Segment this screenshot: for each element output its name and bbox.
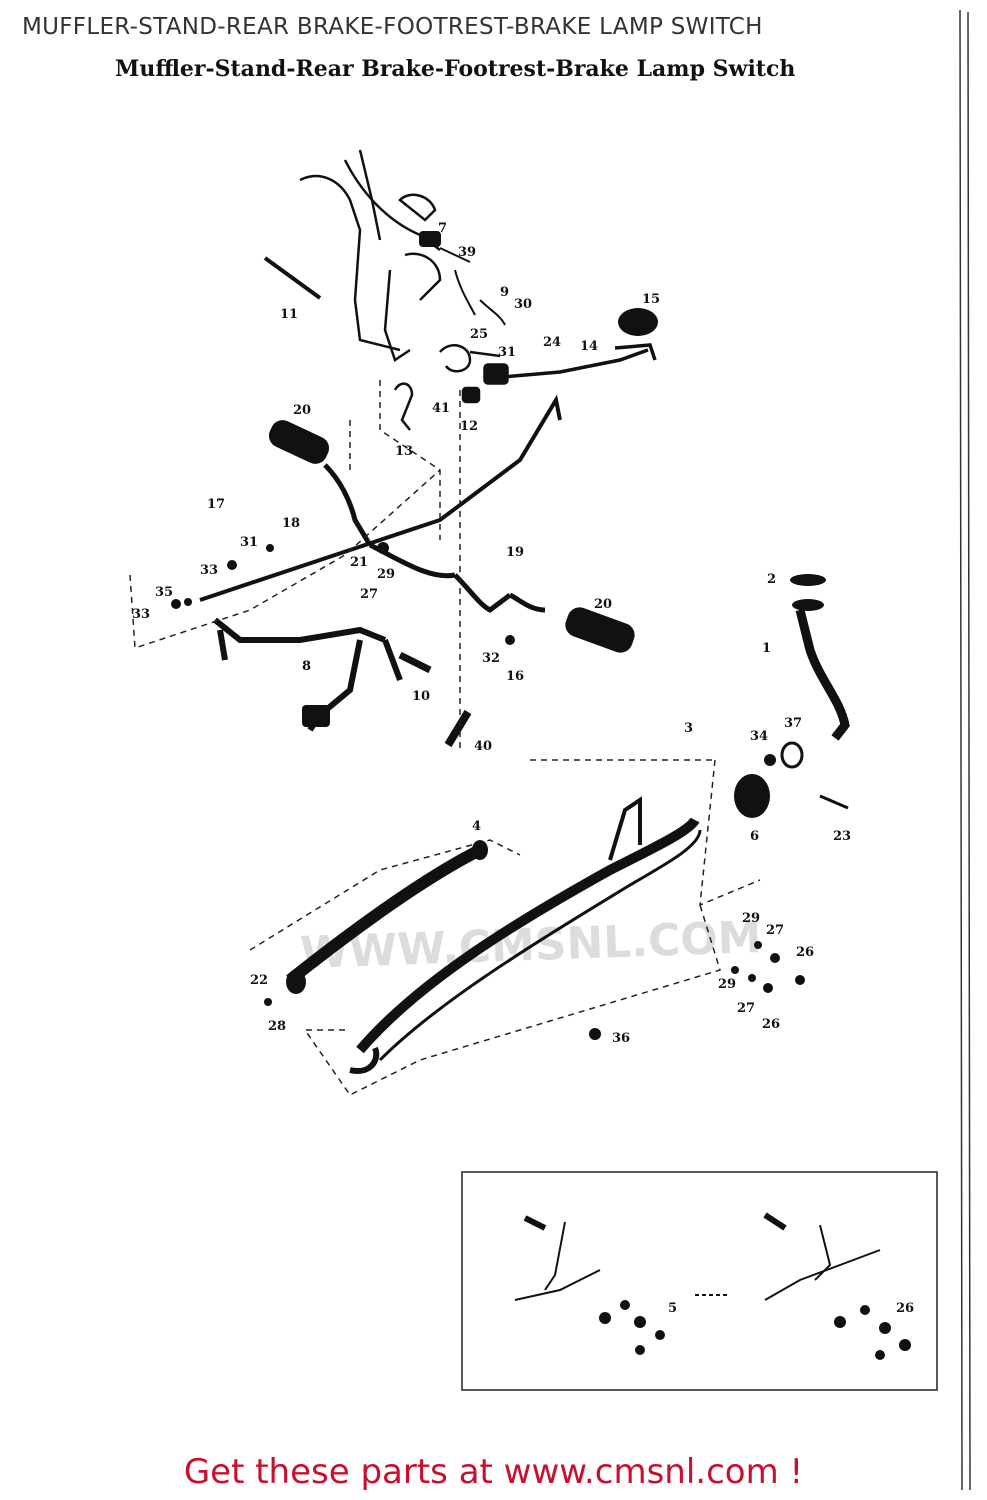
callout-17: 17 xyxy=(207,497,225,512)
footrest-rubber-20-left xyxy=(268,420,330,464)
callout-22: 22 xyxy=(250,973,268,988)
callout-31a: 31 xyxy=(498,345,516,360)
callout-3: 3 xyxy=(684,721,693,736)
callout-30: 30 xyxy=(514,297,532,312)
callout-33b: 33 xyxy=(132,607,150,622)
diagram-title: Muffler-Stand-Rear Brake-Footrest-Brake … xyxy=(115,56,796,82)
callout-34: 34 xyxy=(750,729,768,744)
callout-37: 37 xyxy=(784,716,802,731)
callout-8: 8 xyxy=(302,659,311,674)
spring-clips xyxy=(393,344,501,431)
callout-27b: 27 xyxy=(766,923,784,938)
callout-11: 11 xyxy=(280,307,298,322)
callout-4: 4 xyxy=(472,819,481,834)
callout-31b: 31 xyxy=(240,535,258,550)
cmsnl-link[interactable]: Get these parts at www.cmsnl.com ! xyxy=(183,1452,804,1492)
brake-rod-14 xyxy=(483,343,657,385)
frame-bracket xyxy=(299,149,442,362)
brake-rod-18 xyxy=(199,394,562,602)
callout-26c: 26 xyxy=(896,1301,914,1316)
callout-5: 5 xyxy=(668,1301,677,1316)
callout-29a: 29 xyxy=(377,567,395,582)
callout-6: 6 xyxy=(750,829,759,844)
detail-inset-box xyxy=(461,1171,938,1391)
callout-33a: 33 xyxy=(200,563,218,578)
callout-12: 12 xyxy=(460,419,478,434)
footrest-rubber-20-right xyxy=(565,607,635,653)
callout-20a: 20 xyxy=(293,403,311,418)
callout-25: 25 xyxy=(470,327,488,342)
gasket-2 xyxy=(790,574,826,586)
rubber-6 xyxy=(734,774,770,818)
assembly-outlines xyxy=(129,380,761,1096)
spring-40 xyxy=(444,709,472,748)
callout-10: 10 xyxy=(412,689,430,704)
callout-27c: 27 xyxy=(737,1001,755,1016)
callout-21: 21 xyxy=(350,555,368,570)
stand-foot-pad xyxy=(302,705,330,727)
callout-36: 36 xyxy=(612,1031,630,1046)
callout-32: 32 xyxy=(482,651,500,666)
callout-9: 9 xyxy=(500,285,509,300)
callout-7: 7 xyxy=(438,221,447,236)
exhaust-pipe-1 xyxy=(795,608,850,741)
muffler-bolts xyxy=(264,941,805,1040)
callout-1: 1 xyxy=(762,641,771,656)
pedal-rubber-15 xyxy=(618,308,658,336)
clamp-37 xyxy=(780,741,804,769)
callout-18: 18 xyxy=(282,516,300,531)
pin-10 xyxy=(398,651,432,674)
callout-labels: 7 39 11 9 30 15 25 24 14 31 41 12 20 13 … xyxy=(132,221,914,1316)
brake-lamp-switch xyxy=(419,231,506,326)
callout-23: 23 xyxy=(833,829,851,844)
exhaust-flange xyxy=(792,599,824,611)
callout-27a: 27 xyxy=(360,587,378,602)
callout-15: 15 xyxy=(642,292,660,307)
callout-19: 19 xyxy=(506,545,524,560)
callout-13: 13 xyxy=(395,444,413,459)
muffler-3 xyxy=(349,796,702,1074)
footrest-bar-13 xyxy=(323,463,546,613)
callout-14: 14 xyxy=(580,339,598,354)
callout-28: 28 xyxy=(268,1019,286,1034)
callout-26a: 26 xyxy=(796,945,814,960)
inner-pipe-4 xyxy=(286,840,488,994)
small-fasteners xyxy=(171,542,776,766)
callout-29b: 29 xyxy=(742,911,760,926)
callout-2: 2 xyxy=(767,572,776,587)
bolt-23 xyxy=(819,794,849,810)
callout-39: 39 xyxy=(458,245,476,260)
page-caption: MUFFLER-STAND-REAR BRAKE-FOOTREST-BRAKE … xyxy=(22,14,763,40)
callout-24: 24 xyxy=(543,335,561,350)
callout-29c: 29 xyxy=(718,977,736,992)
callout-20b: 20 xyxy=(594,597,612,612)
callout-40: 40 xyxy=(474,739,492,754)
callout-41: 41 xyxy=(432,401,450,416)
detail-inset-contents xyxy=(514,1212,911,1360)
callout-26b: 26 xyxy=(762,1017,780,1032)
bolt-11 xyxy=(263,256,322,300)
scan-border xyxy=(959,9,971,1491)
callout-35: 35 xyxy=(155,585,173,600)
callout-16: 16 xyxy=(506,669,524,684)
